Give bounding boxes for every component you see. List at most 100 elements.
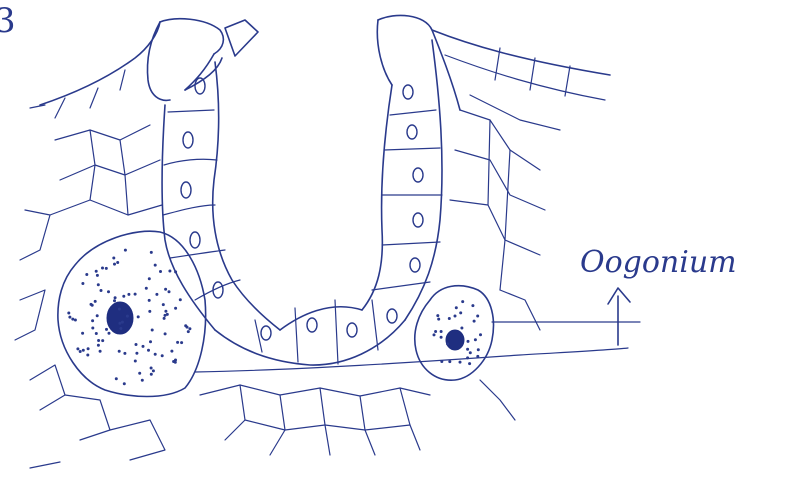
nucleus-icon	[181, 182, 191, 198]
granule-dot	[149, 340, 152, 343]
right-cell-divider	[384, 148, 440, 150]
right-tissue-line	[455, 150, 545, 210]
granule-dot	[95, 270, 98, 273]
granule-dot	[137, 315, 140, 318]
granule-dot	[95, 332, 98, 335]
granule-dot	[74, 319, 77, 322]
granule-dot	[114, 296, 117, 299]
granule-dot	[124, 249, 127, 252]
granule-dot	[433, 333, 436, 336]
right-sheath-tick	[530, 58, 535, 90]
lower-tissue-line	[270, 395, 285, 455]
granule-dot	[471, 304, 474, 307]
granule-dot	[105, 267, 108, 270]
granule-dot	[115, 377, 118, 380]
right-tissue-line	[488, 120, 490, 205]
granule-dot	[168, 290, 171, 293]
granule-dot	[459, 311, 462, 314]
granule-dot	[99, 350, 102, 353]
granule-dot	[174, 307, 177, 310]
granule-dot	[176, 341, 179, 344]
granule-dot	[123, 352, 126, 355]
right-oogonium-nucleus	[446, 330, 464, 350]
granule-dot	[448, 317, 451, 320]
left-sheath-tick	[120, 70, 125, 90]
nucleus-icon	[190, 232, 200, 248]
granule-dot	[461, 300, 464, 303]
granule-dot	[101, 339, 104, 342]
granule-dot	[448, 360, 451, 363]
left-cell-divider	[163, 205, 215, 215]
nucleus-icon	[347, 323, 357, 337]
granule-dot	[436, 314, 439, 317]
granule-dot	[105, 328, 108, 331]
granule-dot	[164, 288, 167, 291]
granule-dot	[150, 367, 153, 370]
granule-dot	[188, 327, 191, 330]
granule-dot	[85, 273, 88, 276]
left-tissue-line	[65, 395, 110, 440]
right-outer-sheath	[432, 30, 610, 75]
granule-dot	[466, 348, 469, 351]
granule-dot	[96, 274, 99, 277]
granule-dot	[440, 330, 443, 333]
right-cell-divider	[390, 110, 436, 115]
base-lining-inner	[280, 307, 362, 330]
granule-dot	[86, 354, 89, 357]
left-tissue-line	[15, 290, 45, 340]
left-outer-sheath	[40, 22, 160, 105]
granule-dot	[113, 263, 116, 266]
granule-dot	[168, 270, 171, 273]
granule-dot	[141, 379, 144, 382]
lower-tissue-line	[400, 388, 420, 450]
granule-dot	[460, 327, 463, 330]
granule-dot	[76, 347, 79, 350]
granule-dot	[82, 349, 85, 352]
granule-dot	[164, 310, 167, 313]
right-sheath-tick	[565, 66, 570, 96]
right-tissue-line	[450, 200, 540, 255]
granule-dot	[150, 251, 153, 254]
granule-dot	[476, 315, 479, 318]
base-cell-divider	[372, 300, 378, 350]
granule-dot	[81, 332, 84, 335]
nucleus-icon	[195, 78, 205, 94]
left-tissue-line	[30, 365, 65, 410]
granule-dot	[107, 290, 110, 293]
left-lining-outer	[162, 105, 215, 330]
nucleus-icon	[183, 132, 193, 148]
granule-dot	[91, 319, 94, 322]
pointer-line-lower	[195, 348, 628, 372]
granule-dot	[477, 348, 480, 351]
base-tissue	[30, 300, 430, 468]
nucleus-icon	[387, 309, 397, 323]
base-cell-divider	[295, 308, 298, 362]
right-lining-inner	[362, 85, 392, 310]
right-sheath-tick	[470, 95, 560, 130]
granule-dot	[479, 333, 482, 336]
granule-dot	[161, 354, 164, 357]
oogonium-label: Oogonium	[580, 245, 737, 280]
granule-dot	[112, 257, 115, 260]
granule-dot	[96, 314, 99, 317]
right-lining-outer	[405, 40, 442, 320]
granule-dot	[67, 312, 70, 315]
right-tip-cell-wall-left	[377, 20, 392, 85]
granule-dot	[145, 287, 148, 290]
granule-dot	[154, 264, 157, 267]
granule-dot	[118, 350, 121, 353]
nucleus-icon	[261, 326, 271, 340]
granule-dot	[100, 289, 103, 292]
granule-dot	[467, 340, 470, 343]
granule-dot	[148, 277, 151, 280]
granule-dot	[127, 293, 130, 296]
left-sheath-tick	[90, 88, 98, 108]
left-tissue-line	[55, 125, 150, 140]
left-tip-cell-wall-lower	[148, 22, 171, 100]
left-cell-divider	[164, 159, 217, 165]
left-tissue-line	[20, 210, 50, 260]
granule-dot	[90, 303, 93, 306]
right-tissue-line	[480, 380, 515, 420]
granule-dot	[152, 369, 155, 372]
nucleus-icon	[307, 318, 317, 332]
